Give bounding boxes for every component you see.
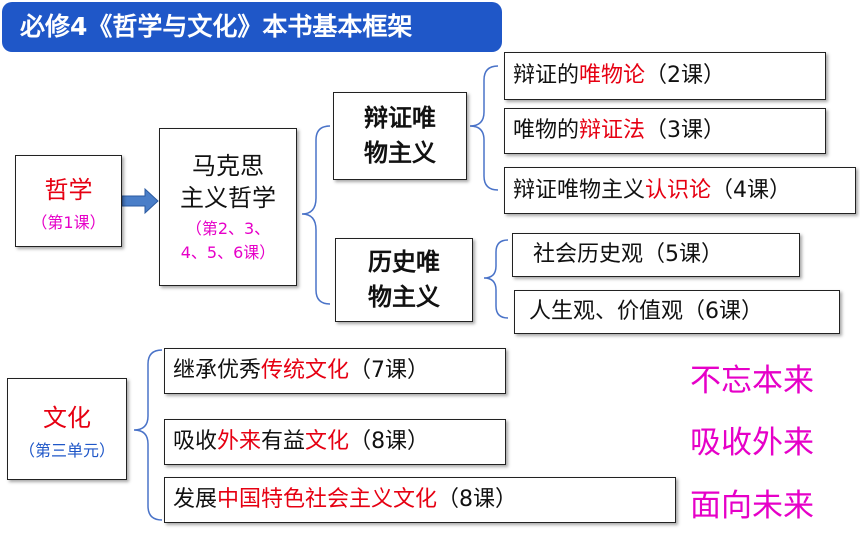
brace-marxism: [301, 125, 331, 305]
item-lesson: （8课）: [437, 487, 518, 512]
culture-label: 文化: [43, 403, 91, 432]
philosophy-label: 哲学: [44, 175, 93, 204]
marxism-line2: 主义哲学: [180, 184, 276, 212]
item-lesson: （4课）: [711, 177, 792, 203]
marxism-lessons-2: 4、5、6课）: [180, 242, 276, 262]
dialectical-item-2: 唯物的辩证法（3课）: [504, 108, 826, 154]
culture-item-3: 发展中国特色社会主义文化（8课）: [164, 477, 676, 523]
page-title: 必修4《哲学与文化》本书基本框架: [2, 2, 502, 52]
dialectical-item-1: 辩证的唯物论（2课）: [504, 52, 826, 100]
item-highlight: 传统文化: [261, 358, 350, 383]
historical-line2: 物主义: [368, 283, 440, 311]
culture-item-2: 吸收外来有益文化（8课）: [164, 419, 506, 465]
item-highlight: 认识论: [645, 177, 712, 203]
item-highlight: 中国特色社会主义文化: [217, 487, 438, 512]
item-lesson: （8课）: [349, 429, 430, 454]
item-text: 继承优秀: [173, 358, 262, 383]
dialectical-materialism-box: 辩证唯 物主义: [333, 92, 467, 180]
historical-materialism-box: 历史唯 物主义: [335, 238, 473, 322]
philosophy-lesson: （第1课）: [31, 212, 106, 232]
marxism-lessons-1: （第2、3、: [185, 219, 271, 239]
marxism-line1: 马克思: [192, 151, 264, 180]
item-highlight: 外来: [217, 429, 262, 454]
item-lesson: （3课）: [645, 118, 726, 143]
item-text: 辩证的: [513, 63, 580, 88]
item-text: 吸收: [173, 429, 218, 454]
culture-unit: （第三单元）: [18, 440, 115, 460]
item-text: 发展: [173, 487, 218, 512]
historical-line1: 历史唯: [368, 248, 440, 277]
slogan-3: 面向未来: [690, 488, 814, 524]
culture-box: 文化 （第三单元）: [7, 378, 127, 480]
item-text: 有益: [261, 429, 306, 454]
brace-dialectical: [469, 65, 499, 191]
dialectical-line2: 物主义: [364, 139, 436, 167]
item-text: 唯物的: [513, 118, 580, 143]
item-highlight: 文化: [305, 429, 350, 454]
marxism-box: 马克思 主义哲学 （第2、3、 4、5、6课）: [159, 128, 297, 286]
brace-culture: [133, 349, 163, 521]
item-lesson: （7课）: [349, 358, 430, 383]
slogan-2: 吸收外来: [690, 425, 814, 461]
item-highlight: 唯物论: [579, 63, 646, 88]
item-lesson: （2课）: [645, 63, 726, 88]
philosophy-box: 哲学 （第1课）: [15, 155, 122, 247]
slogan-1: 不忘本来: [690, 363, 814, 399]
brace-historical: [483, 239, 509, 319]
item-text: 辩证唯物主义: [513, 177, 646, 203]
dialectical-line1: 辩证唯: [364, 104, 436, 133]
culture-item-1: 继承优秀传统文化（7课）: [164, 348, 506, 394]
historical-item-1: 社会历史观（5课）: [512, 233, 800, 277]
dialectical-item-3: 辩证唯物主义认识论（4课）: [504, 167, 856, 214]
arrow-right-icon: [121, 187, 159, 215]
historical-item-2: 人生观、价值观（6课）: [514, 290, 840, 334]
item-text: 人生观、价值观（6课）: [529, 299, 763, 324]
item-highlight: 辩证法: [579, 118, 646, 143]
item-text: 社会历史观（5课）: [533, 242, 723, 267]
